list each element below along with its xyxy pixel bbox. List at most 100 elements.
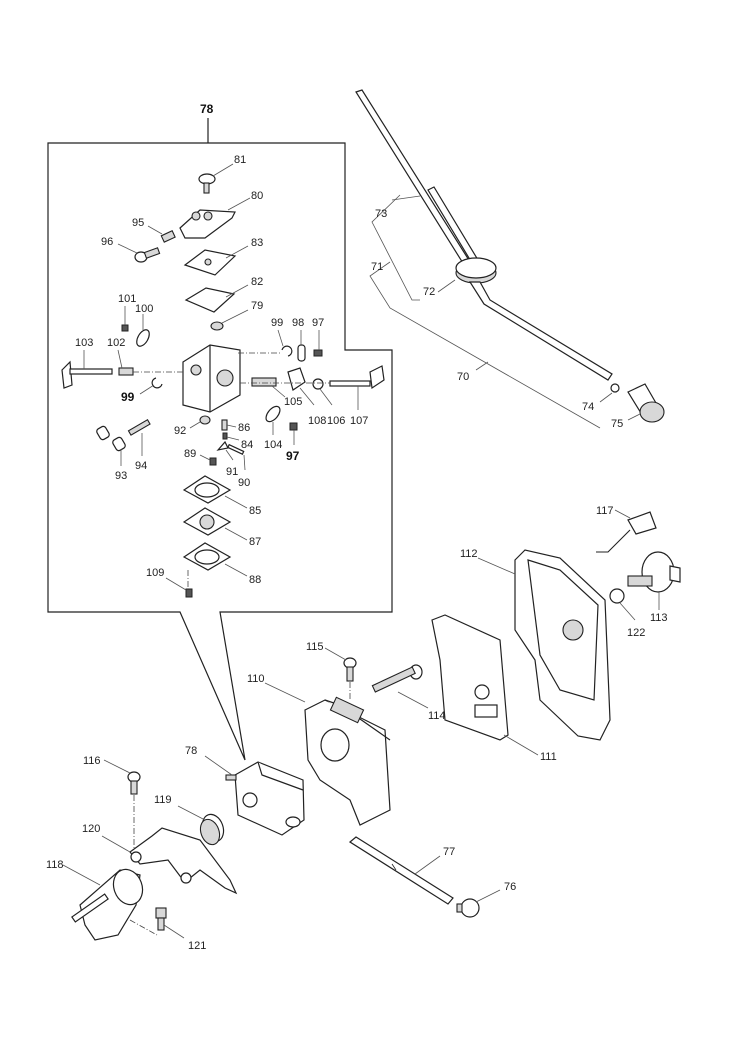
label-121: 121: [188, 940, 206, 952]
label-99-top: 99: [271, 317, 283, 329]
label-114: 114: [428, 710, 446, 722]
part-99-clip-top: [281, 345, 293, 357]
label-83: 83: [251, 237, 263, 249]
part-79-plug: [210, 321, 224, 331]
part-107-choke-shaft: [329, 365, 385, 390]
part-111-air-filter: [431, 614, 509, 741]
label-108: 108: [308, 415, 326, 427]
label-100: 100: [135, 303, 153, 315]
label-115: 115: [306, 641, 324, 653]
label-84: 84: [241, 439, 253, 451]
label-105: 105: [284, 396, 302, 408]
part-88-cover: [182, 542, 232, 571]
part-85-gasket: [182, 475, 232, 504]
part-91-lever: [216, 440, 229, 451]
part-93-cap-a: [96, 425, 110, 441]
part-74-clamp: [610, 383, 620, 393]
label-119: 119: [154, 794, 172, 806]
label-92: 92: [174, 425, 186, 437]
part-86-spring: [221, 419, 228, 431]
label-79: 79: [251, 300, 263, 312]
part-83-diaphragm: [183, 249, 237, 276]
part-78-carburetor: [225, 761, 305, 836]
part-75-fuel-filter: [627, 383, 665, 423]
part-116-screw: [127, 771, 141, 795]
part-109-screw: [185, 588, 193, 598]
label-95: 95: [132, 217, 144, 229]
part-99-clip: [151, 377, 163, 389]
label-71: 71: [371, 261, 383, 273]
label-74: 74: [582, 401, 594, 413]
label-94: 94: [135, 460, 147, 472]
part-97-screw-bottom: [289, 422, 298, 431]
part-81-screw: [198, 173, 216, 194]
part-113-knob: [627, 551, 681, 593]
label-102: 102: [107, 337, 125, 349]
label-73: 73: [375, 208, 387, 220]
label-111: 111: [540, 751, 557, 763]
label-120: 120: [82, 823, 100, 835]
label-81: 81: [234, 154, 246, 166]
label-78-main: 78: [185, 745, 197, 757]
part-93-cap-b: [112, 436, 126, 452]
label-107: 107: [350, 415, 368, 427]
label-117: 117: [596, 505, 614, 517]
part-87-diaphragm: [182, 507, 232, 536]
part-100-plate: [136, 329, 150, 347]
label-112: 112: [460, 548, 478, 560]
label-90: 90: [238, 477, 250, 489]
part-96-screw: [134, 247, 161, 263]
label-109: 109: [146, 567, 164, 579]
label-101: 101: [118, 293, 136, 305]
part-119-gasket: [199, 813, 225, 846]
label-89: 89: [184, 448, 196, 460]
label-103: 103: [75, 337, 93, 349]
label-80: 80: [251, 190, 263, 202]
label-122: 122: [627, 627, 645, 639]
label-76: 76: [504, 881, 516, 893]
label-86: 86: [238, 422, 250, 434]
label-72: 72: [423, 286, 435, 298]
label-93: 93: [115, 470, 127, 482]
part-70-fuel-line: [355, 89, 613, 381]
part-117-choke-lever: [596, 511, 657, 553]
part-105-spring: [251, 377, 277, 387]
part-120-bracket: [129, 827, 238, 895]
part-118-intake-manifold: [71, 868, 144, 941]
label-118: 118: [46, 859, 64, 871]
label-96: 96: [101, 236, 113, 248]
label-77: 77: [443, 846, 455, 858]
part-110-filter-base: [304, 696, 391, 826]
part-84-needle: [222, 432, 228, 440]
part-102-spring: [118, 367, 134, 376]
part-carburetor-body: [182, 344, 241, 413]
part-104-plate: [265, 405, 281, 423]
label-85: 85: [249, 505, 261, 517]
label-75: 75: [611, 418, 623, 430]
part-95-spring: [160, 230, 176, 243]
part-77-fuel-hose: [348, 836, 454, 905]
part-80-pump-cover: [179, 209, 236, 239]
part-108-plate: [287, 367, 306, 391]
label-113: 113: [650, 612, 668, 624]
part-92-plug: [199, 415, 211, 425]
part-115-screw: [343, 657, 357, 682]
label-110: 110: [247, 673, 265, 685]
label-88: 88: [249, 574, 261, 586]
part-122-lock-washer: [609, 588, 625, 604]
carburetor-inset-frame: [47, 118, 393, 761]
label-116: 116: [83, 755, 101, 767]
label-97-top: 97: [312, 317, 324, 329]
part-90-pin: [227, 443, 245, 455]
label-78-inset: 78: [200, 102, 214, 116]
label-106: 106: [327, 415, 345, 427]
part-98-lever: [297, 344, 306, 362]
label-98: 98: [292, 317, 304, 329]
part-76-grommet: [456, 898, 480, 918]
part-101-screw: [121, 324, 129, 332]
label-104: 104: [264, 439, 282, 451]
part-112-air-cleaner-cover: [514, 549, 611, 741]
part-121-screw: [155, 907, 167, 931]
part-89-screw: [209, 457, 217, 466]
